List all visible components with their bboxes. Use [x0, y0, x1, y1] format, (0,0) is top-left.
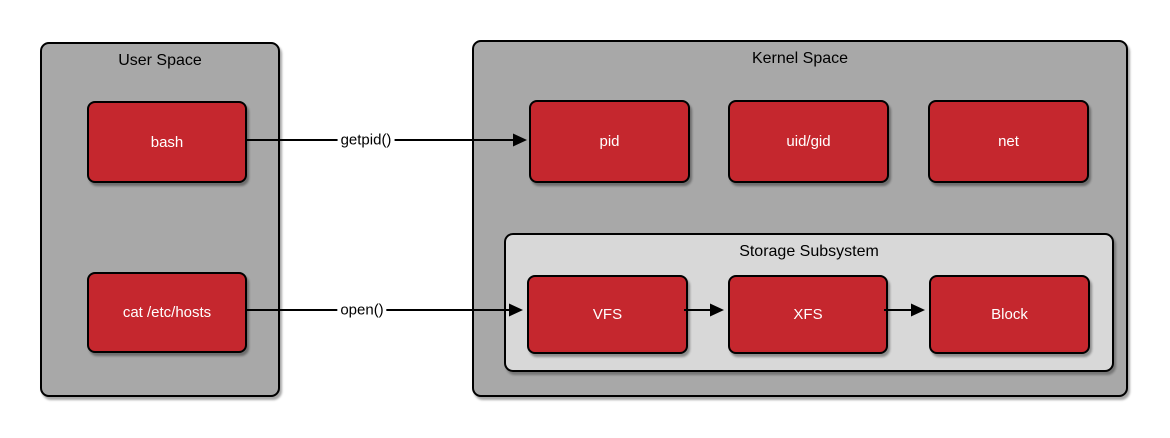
storage-subsystem-title: Storage Subsystem	[739, 243, 879, 260]
node-cat-etc-hosts-label: cat /etc/hosts	[122, 304, 212, 321]
node-vfs-label: VFS	[592, 306, 623, 323]
node-vfs: VFS	[527, 275, 688, 354]
storage-subsystem-container: Storage Subsystem VFS XFS Block	[504, 233, 1114, 372]
node-uid-gid: uid/gid	[728, 100, 889, 183]
user-space-container: User Space bash cat /etc/hosts	[40, 42, 280, 397]
node-xfs-label: XFS	[793, 306, 823, 323]
node-bash-label: bash	[150, 133, 184, 151]
node-cat-etc-hosts: cat /etc/hosts	[87, 272, 247, 353]
node-pid-label: pid	[599, 133, 620, 150]
node-net: net	[928, 100, 1089, 183]
arrow-label-getpid: getpid()	[337, 131, 395, 149]
node-uid-gid-label: uid/gid	[786, 133, 831, 150]
kernel-space-title: Kernel Space	[751, 50, 849, 67]
node-xfs: XFS	[728, 275, 888, 354]
node-bash: bash	[87, 101, 247, 183]
node-block-label: Block	[991, 306, 1028, 323]
arrow-label-open: open()	[337, 301, 387, 319]
node-pid: pid	[529, 100, 690, 183]
kernel-space-container: Kernel Space pid uid/gid net Storage Sub…	[472, 40, 1128, 397]
node-net-label: net	[998, 133, 1019, 150]
user-space-title: User Space	[118, 52, 202, 69]
node-block: Block	[929, 275, 1090, 354]
